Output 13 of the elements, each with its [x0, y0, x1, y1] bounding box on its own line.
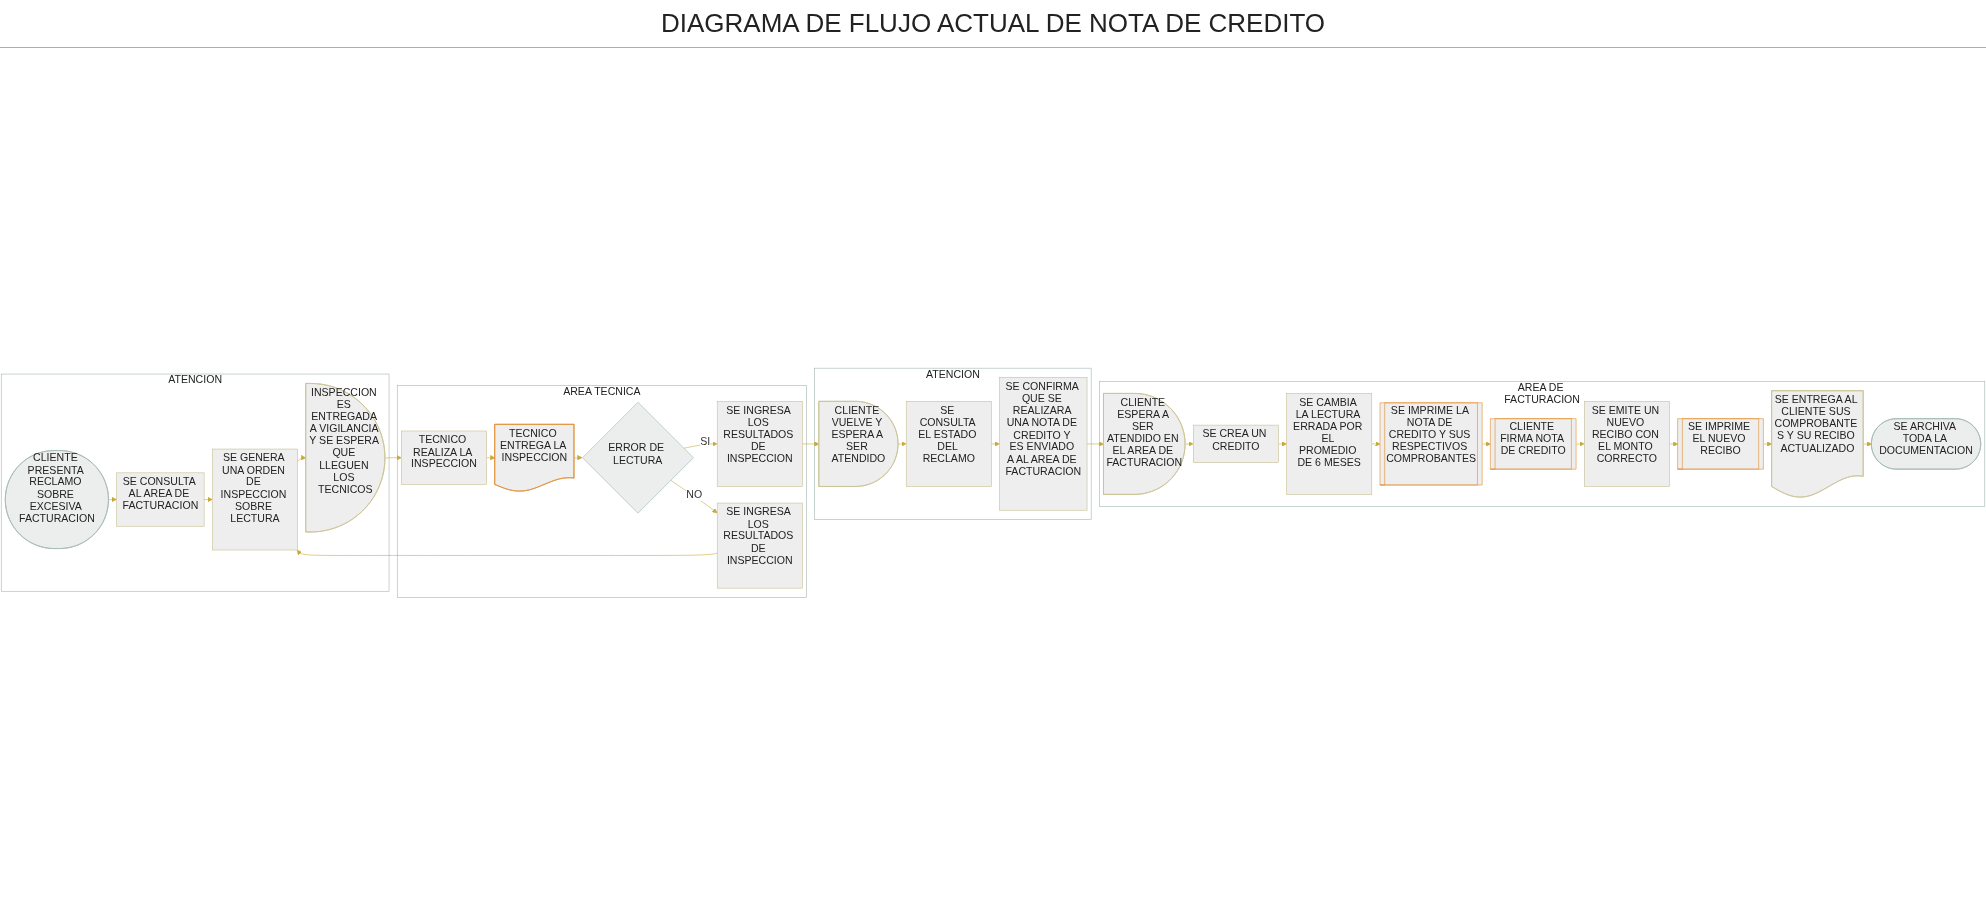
node-box: SE INGRESA LOS RESULTADOS DE INSPECCION: [716, 401, 803, 487]
node-box: SE CONSULTA EL ESTADO DEL RECLAMO: [905, 401, 992, 487]
node-box: SE CREA UN CREDITO: [1193, 424, 1279, 464]
node-box: SE CAMBIA LA LECTURA ERRADA POR EL PROMEDIO DE 6 MESES: [1286, 393, 1373, 495]
node-box: SE CONSULTA AL AREA DE FACTURACION: [116, 472, 205, 527]
node-box: SE CONFIRMA QUE SE REALIZARA UNA NOTA DE CREDITO Y ES ENVIADO A AL AREA DE FACTURACION: [999, 377, 1088, 511]
node-box: SE EMITE UN NUEVO RECIBO CON EL MONTO CORRECTO: [1584, 401, 1670, 487]
node-box: SE INGRESA LOS RESULTADOS DE INSPECCION: [716, 502, 803, 589]
edge-label: SI: [700, 436, 711, 448]
node-box: TECNICO REALIZA LA INSPECCION: [401, 430, 487, 485]
node-box: SE GENERA UNA ORDEN DE INSPECCION SOBRE LECTURA: [212, 448, 298, 551]
edge-label: NO: [686, 488, 703, 501]
diagram-title: DIAGRAMA DE FLUJO ACTUAL DE NOTA DE CREDITO: [0, 0, 1986, 48]
